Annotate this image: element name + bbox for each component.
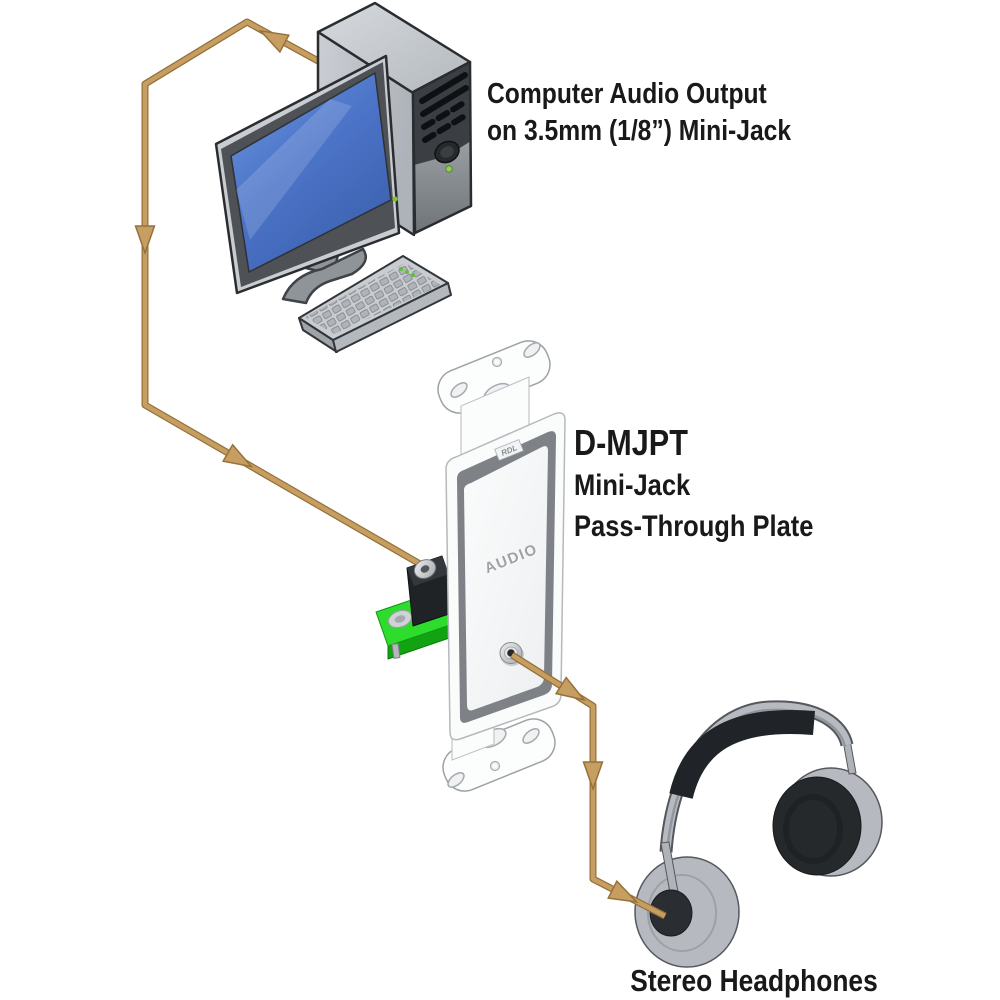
tower-power-knob [434, 140, 460, 164]
monitor-illustration [214, 54, 401, 295]
rear-jack-sleeve [413, 559, 437, 579]
keyboard-keys [305, 263, 441, 334]
monitor-screen [230, 72, 392, 273]
wall-plate-illustration: RDL AUDIO AUDIO [437, 340, 566, 792]
headphones-label: Stereo Headphones [630, 963, 878, 998]
pcb-pin [391, 643, 401, 659]
audio-cable-computer-to-plate [134, 18, 422, 568]
plate-face [464, 446, 548, 711]
plate-label-line3: Pass-Through Plate [574, 510, 814, 543]
keyboard-illustration [298, 255, 452, 353]
plate-screw-slot [523, 342, 541, 358]
plate-label: D-MJPT Mini-Jack Pass-Through Plate [574, 421, 813, 547]
pcb-mounting-hole [387, 609, 413, 629]
plate-rear-pcb [375, 555, 460, 660]
plate-label-line2: Mini-Jack [574, 469, 691, 502]
plate-screw-slot [450, 382, 468, 398]
headphones-illustration [634, 700, 883, 968]
plate-screw-slot [522, 728, 540, 744]
tower-power-led [445, 165, 453, 173]
keyboard-leds [399, 267, 415, 277]
plate-model-text: D-MJPT [574, 422, 688, 463]
computer-output-label-line1: Computer Audio Output [487, 78, 767, 110]
computer-output-label-line2: on 3.5mm (1/8”) Mini-Jack [487, 115, 792, 147]
computer-output-label: Computer Audio Output on 3.5mm (1/8”) Mi… [487, 76, 791, 150]
audio-cable-plate-to-headphones [510, 652, 667, 920]
plate-brand-tag: RDL [494, 439, 524, 461]
flow-arrow-icon [582, 761, 604, 790]
tower-vent-slots [419, 72, 471, 143]
flow-arrow-icon [134, 225, 156, 254]
monitor-power-led [392, 196, 398, 202]
plate-screw-slot [447, 772, 465, 788]
headband-cushion [669, 710, 815, 800]
